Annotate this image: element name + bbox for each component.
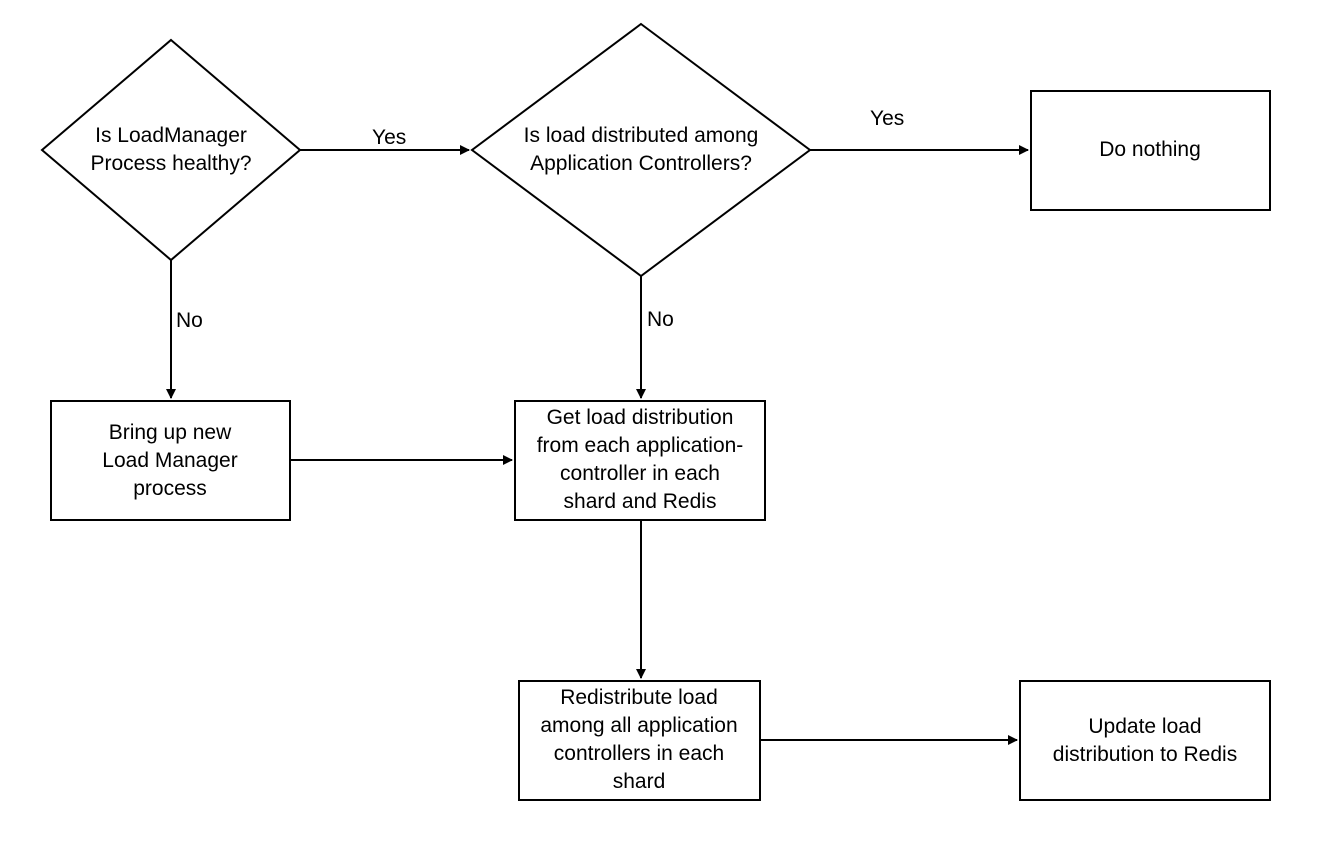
decision-healthy-label: Is LoadManager Process healthy? (90, 124, 252, 175)
edge-label-healthy-no: No (176, 309, 203, 332)
bring-up-label: Bring up new Load Manager process (102, 421, 238, 500)
process-get-load-distribution (514, 400, 766, 521)
update-redis-label: Update load distribution to Redis (1052, 715, 1238, 766)
process-bring-up-loadmanager (50, 400, 291, 521)
do-nothing-label: Do nothing (1099, 138, 1201, 161)
redistribute-label: Redistribute load among all application … (540, 686, 738, 793)
decision-distributed-label: Is load distributed among Application Co… (523, 124, 759, 175)
edge-label-healthy-yes: Yes (372, 126, 407, 149)
get-load-label: Get load distribution from each applicat… (536, 406, 744, 513)
process-do-nothing (1030, 90, 1271, 211)
edge-label-distributed-yes: Yes (870, 107, 905, 130)
edge-label-distributed-no: No (647, 308, 674, 331)
process-update-redis (1019, 680, 1271, 801)
